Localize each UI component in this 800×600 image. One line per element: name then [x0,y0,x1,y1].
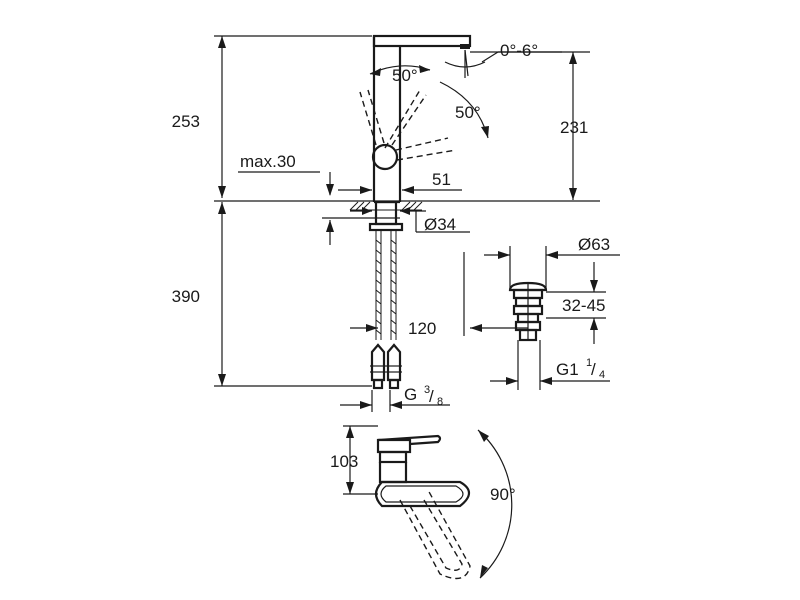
label-g-slash: / [429,387,434,406]
label-103: 103 [330,452,358,471]
dimension-d63: Ø63 [484,235,620,290]
dimension-120: 120 [350,252,528,338]
dimension-d34: Ø34 [350,207,470,234]
label-angle-lever-right: 50° [455,103,481,122]
label-253: 253 [172,112,200,131]
label-angle-tilt: 0°-6° [500,41,538,60]
dimension-51: 51 [338,170,462,194]
dimension-g1-1-4: G1 1 / 4 [490,340,610,390]
dimension-g-3-8: G 3 / 8 [340,384,450,412]
label-32-45: 32-45 [562,296,605,315]
faucet-side-view: 0°-6° 50° 50° [349,34,562,390]
dimension-390: 390 [172,202,372,387]
label-390: 390 [172,287,200,306]
label-g: G [404,385,417,404]
label-g-den: 8 [437,396,443,408]
dimension-32-45: 32-45 [546,262,606,344]
label-g1-num: 1 [586,357,592,369]
faucet-top-view: 90° [374,429,516,580]
dimension-231: 231 [470,51,590,200]
label-231: 231 [560,118,588,137]
dimension-253: 253 [172,35,372,198]
label-120: 120 [408,319,436,338]
label-d63: Ø63 [578,235,610,254]
label-d34: Ø34 [424,215,456,234]
label-g1-slash: / [591,360,596,379]
label-g-num: 3 [424,384,430,396]
label-swivel-angle: 90° [490,485,516,504]
label-g1-den: 4 [599,369,605,381]
waste-valve [508,281,548,342]
dimension-max30: max.30 [238,152,372,245]
label-g1: G1 [556,360,579,379]
label-max30: max.30 [240,152,296,171]
dimension-103: 103 [330,425,378,495]
label-angle-lever-left: 50° [392,66,418,85]
label-51: 51 [432,170,451,189]
